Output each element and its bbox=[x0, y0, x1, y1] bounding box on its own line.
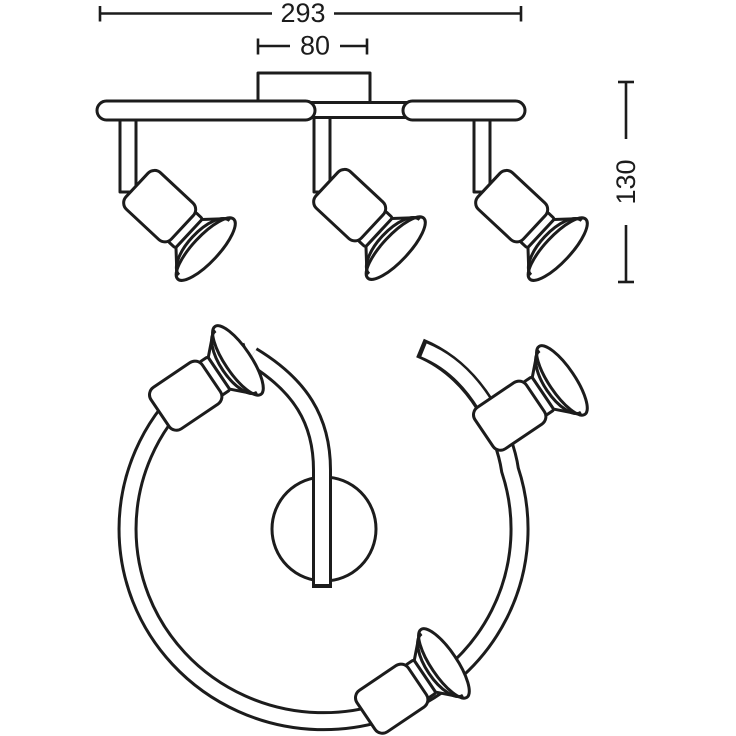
stem-left bbox=[118, 110, 138, 194]
dimension-label-height: 130 bbox=[611, 159, 641, 204]
bar-middle-segment bbox=[298, 101, 412, 119]
spiral-track-stem bbox=[246, 347, 332, 588]
dimension-label-mask bbox=[610, 139, 642, 225]
dimension-label-mask bbox=[290, 34, 340, 59]
spotlight-plan-2 bbox=[459, 337, 598, 469]
track-ring-fill bbox=[120, 343, 527, 729]
canopy-box bbox=[256, 71, 372, 105]
stem-right bbox=[472, 110, 492, 194]
ceiling-bar bbox=[95, 99, 527, 122]
dimension-canopy-width: 80 bbox=[256, 31, 369, 61]
dimension-label-mask bbox=[272, 1, 334, 26]
stem-middle bbox=[312, 110, 332, 194]
spiral-track-ring bbox=[117, 338, 530, 732]
bar-left-segment bbox=[95, 99, 317, 122]
bar-right-segment bbox=[401, 99, 527, 122]
dimension-label-canopy-width: 80 bbox=[300, 31, 330, 61]
dimension-height: 130 bbox=[610, 80, 642, 284]
dimension-label-overall-width: 293 bbox=[280, 0, 325, 28]
track-stem-fill bbox=[248, 350, 329, 584]
side-view: 293 80 bbox=[95, 0, 642, 290]
plan-view bbox=[117, 317, 598, 736]
stems bbox=[118, 110, 492, 194]
dimension-overall-width: 293 bbox=[98, 0, 523, 28]
